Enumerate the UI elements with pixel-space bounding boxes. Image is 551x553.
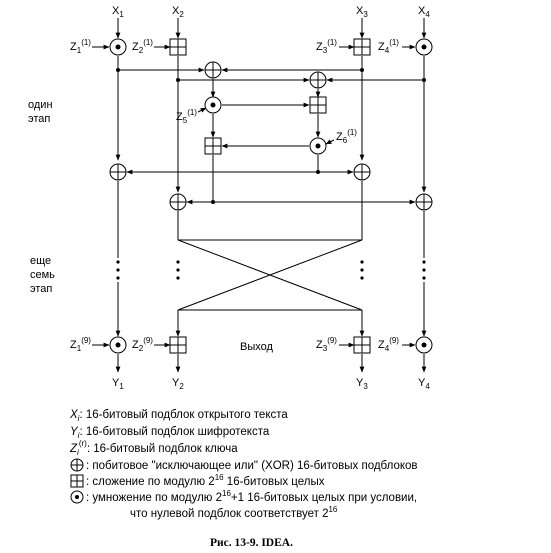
xor-icon	[70, 458, 84, 472]
legend-add: : сложение по модулю 216 16-битовых целы…	[86, 473, 325, 488]
xor-icon	[309, 71, 327, 89]
legend-zi: Zi(r): 16-битовый подблок ключа	[69, 439, 238, 457]
legend-mul-cont: что нулевой подблок соответствует 216	[130, 505, 338, 520]
add-icon	[70, 474, 84, 488]
legend-xi: Xi: 16-битовый подблок открытого текста	[69, 409, 288, 423]
legend-mul: : умножение по модулю 216+1 16-битовых ц…	[86, 489, 417, 504]
add-icon	[169, 38, 187, 56]
add-icon	[204, 137, 222, 155]
key-z1-final: Z1(9)	[70, 336, 91, 353]
legend-yi: Yi: 16-битовый подблок шифротекста	[70, 426, 270, 440]
key-z6-round1: Z6(1)	[336, 128, 357, 145]
label-output: Выход	[240, 341, 273, 353]
wires	[92, 18, 427, 373]
multiply-icon	[109, 38, 127, 56]
output-y3: Y3	[356, 377, 368, 391]
output-y1: Y1	[112, 377, 124, 391]
key-z2-round1: Z2(1)	[132, 38, 153, 55]
figure-caption: Рис. 13-9. IDEA.	[210, 537, 293, 549]
legend-xor: : побитовое "исключающее или" (XOR) 16-б…	[86, 460, 418, 472]
key-z1-round1: Z1(1)	[70, 38, 91, 55]
output-y2: Y2	[172, 377, 184, 391]
input-x2: X2	[172, 5, 184, 19]
add-icon	[169, 336, 187, 354]
xor-icon	[415, 193, 433, 211]
multiply-icon	[70, 490, 84, 504]
xor-icon	[109, 163, 127, 181]
legend: Xi: 16-битовый подблок открытого текста …	[69, 409, 418, 520]
input-x3: X3	[356, 5, 368, 19]
junction-dots	[116, 68, 426, 204]
multiply-icon	[109, 336, 127, 354]
xor-icon	[204, 61, 222, 79]
ellipsis-dots	[116, 260, 426, 280]
multiply-icon	[204, 96, 222, 114]
key-z3-final: Z3(9)	[316, 336, 337, 353]
key-z5-round1: Z5(1)	[176, 108, 197, 125]
add-icon	[353, 336, 371, 354]
add-icon	[309, 96, 327, 114]
key-z2-final: Z2(9)	[132, 336, 153, 353]
key-z4-final: Z4(9)	[378, 336, 399, 353]
add-icon	[353, 38, 371, 56]
output-y4: Y4	[418, 377, 430, 391]
multiply-icon	[415, 38, 433, 56]
multiply-icon	[309, 137, 327, 155]
xor-icon	[353, 163, 371, 181]
input-x4: X4	[418, 5, 430, 19]
input-x1: X1	[112, 5, 124, 19]
key-z3-round1: Z3(1)	[316, 38, 337, 55]
key-z4-round1: Z4(1)	[378, 38, 399, 55]
xor-icon	[169, 193, 187, 211]
multiply-icon	[415, 336, 433, 354]
